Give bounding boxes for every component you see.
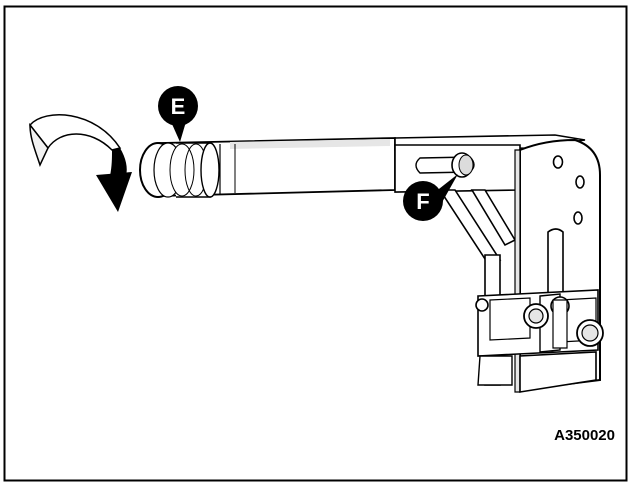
rotation-arrow-icon [29, 114, 132, 212]
bolt-center [550, 296, 570, 349]
callout-e-label: E [171, 94, 186, 119]
callout-f-label: F [416, 189, 429, 214]
bracket-top [394, 134, 586, 193]
bolt-left [475, 298, 549, 329]
callout-e: E [158, 86, 198, 142]
bracket-legs [477, 351, 597, 393]
handle-grip [139, 142, 220, 198]
bolt-right [576, 319, 604, 347]
figure-id: A350020 [554, 427, 615, 444]
callout-f: F [403, 174, 458, 221]
